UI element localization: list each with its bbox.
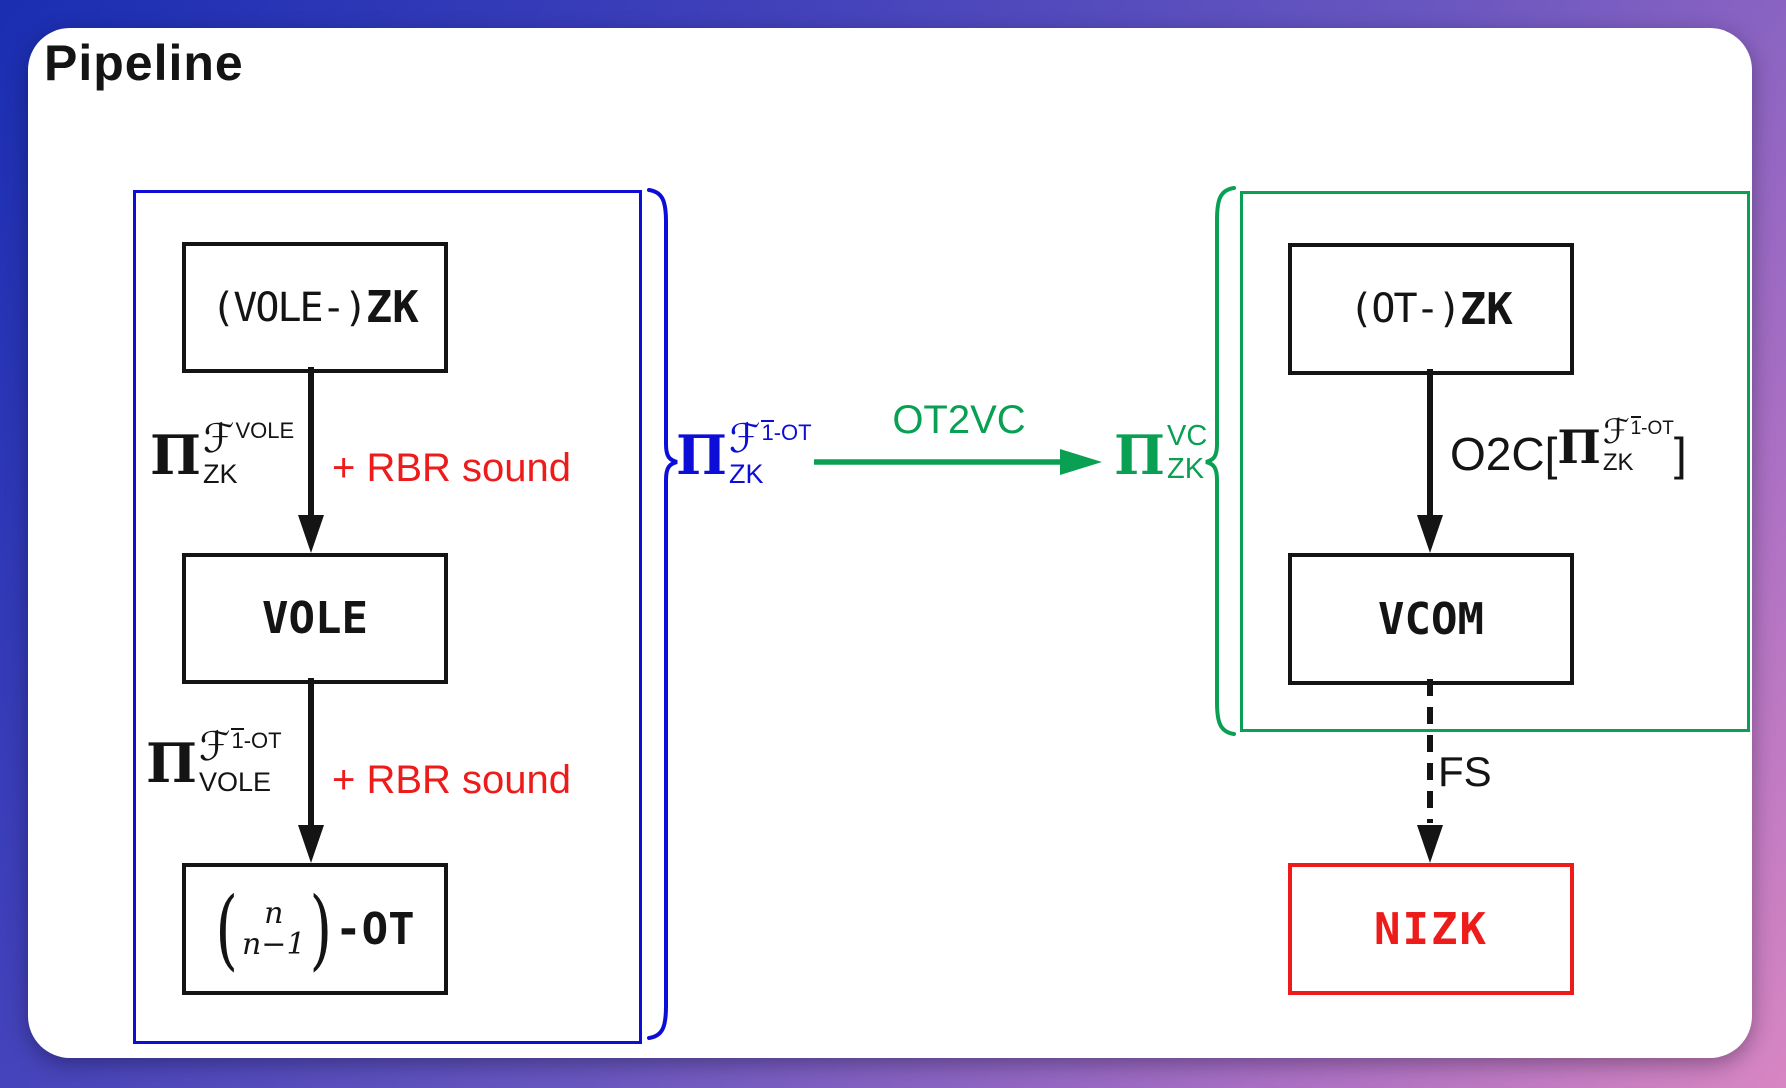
binom-open-paren: ( [215,878,238,980]
node-ot-zk-prefix: (OT-) [1349,286,1461,332]
o2c-compiler-label: O2C[ Π ℱ 1-OT ZK ] [1450,412,1687,484]
green-group-brace [1205,186,1236,736]
node-nizk-label: NIZK [1374,903,1488,955]
node-vole: VOLE [182,553,448,684]
binomial-coefficient: ( n n−1 ) -OT [215,886,415,973]
blue-group-brace [647,188,678,1040]
protocol-label-pi-zk-f1ot-inner: Π ℱ 1-OT ZK [1557,412,1674,476]
vole-pipeline-group-frame [133,190,642,1044]
ot-pipeline-group-frame [1240,191,1750,732]
o2c-suffix: ] [1673,428,1687,480]
functionality-f: ℱ [1602,412,1630,452]
fiat-shamir-label: FS [1438,748,1492,795]
protocol-label-pi-zk-vc-green: Π VC ZK [1114,420,1208,487]
rbr-sound-note-2: + RBR sound [332,758,572,802]
node-vole-zk: (VOLE-)ZK [182,242,448,373]
arrow-vole-to-ot [298,678,324,863]
arrow-vcom-to-nizk-dashed [1417,679,1443,863]
protocol-label-pi-zk-fvole: Π ℱ VOLE ZK [150,416,295,489]
node-vcom: VCOM [1288,553,1574,685]
node-nizk: NIZK [1288,863,1574,995]
binom-close-paren: ) [309,878,333,980]
node-vole-label: VOLE [262,593,368,644]
page-title: Pipeline [44,35,244,91]
protocol-label-pi-zk-f1ot-blue: Π ℱ 1-OT ZK [676,416,812,489]
node-ot-zk-label: ZK [1459,283,1513,335]
node-vole-zk-prefix: (VOLE-) [211,284,368,331]
functionality-f: ℱ [203,416,235,462]
functionality-f: ℱ [729,416,761,462]
rbr-sound-note-1: + RBR sound [332,446,572,490]
binom-bottom: n−1 [241,927,306,962]
ot2vc-transform-label: OT2VC [892,398,1026,442]
arrow-volezk-to-vole [298,367,324,553]
protocol-label-pi-vole-f1ot: Π ℱ 1-OT VOLE [146,724,282,797]
node-ot-zk: (OT-)ZK [1288,243,1574,375]
node-n-minus-1-of-n-ot: ( n n−1 ) -OT [182,863,448,995]
arrow-otzk-to-vcom [1417,369,1443,553]
node-vole-zk-label: ZK [365,282,419,333]
o2c-prefix: O2C[ [1450,428,1558,480]
node-vcom-label: VCOM [1378,593,1484,645]
functionality-f: ℱ [199,724,231,770]
node-ot-label: -OT [335,903,415,955]
arrow-ot2vc [814,449,1102,475]
binom-top: n [264,896,284,931]
